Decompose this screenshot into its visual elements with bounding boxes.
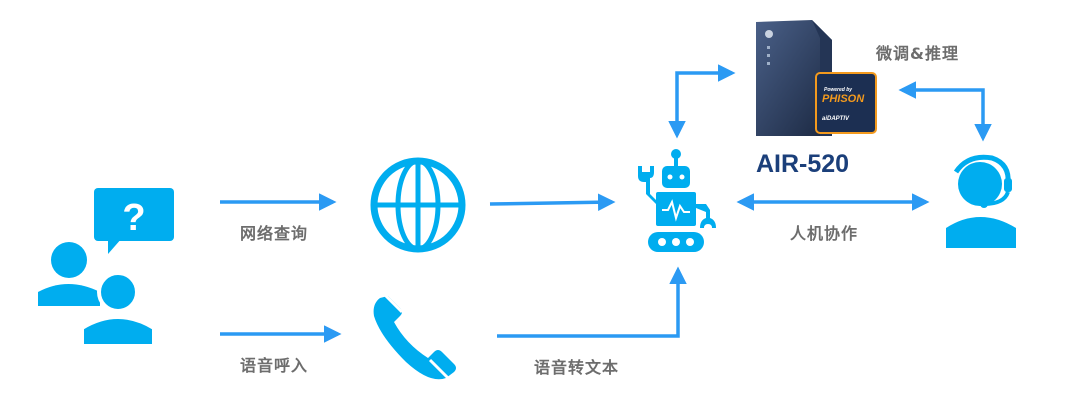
label-finetune-inference: 微调&推理 xyxy=(876,44,959,63)
label-speech-to-text: 语音转文本 xyxy=(534,358,620,377)
globe-icon xyxy=(368,155,468,255)
phison-badge: Powered by PHISON aiDAPTIV xyxy=(815,72,877,134)
phone-icon xyxy=(370,290,465,385)
aidaptiv-logo-text: aiDAPTIV xyxy=(822,116,850,122)
arrow-web-to-robot xyxy=(489,193,616,211)
server-title: AIR-520 xyxy=(756,150,850,178)
powered-by-text: Powered by xyxy=(824,87,853,93)
label-voice-call: 语音呼入 xyxy=(240,356,309,375)
phison-logo-text: PHISON xyxy=(822,93,865,105)
robot-icon xyxy=(630,148,722,252)
headset-agent-icon xyxy=(944,150,1024,248)
svg-text:?: ? xyxy=(122,197,145,239)
label-web-query: 网络查询 xyxy=(240,224,309,243)
label-human-machine: 人机协作 xyxy=(790,224,859,243)
arrow-phone-to-robot xyxy=(497,266,687,338)
arrow-server-agent xyxy=(898,81,992,142)
users-question-icon: ? xyxy=(38,188,178,346)
arrow-robot-server xyxy=(668,64,736,139)
